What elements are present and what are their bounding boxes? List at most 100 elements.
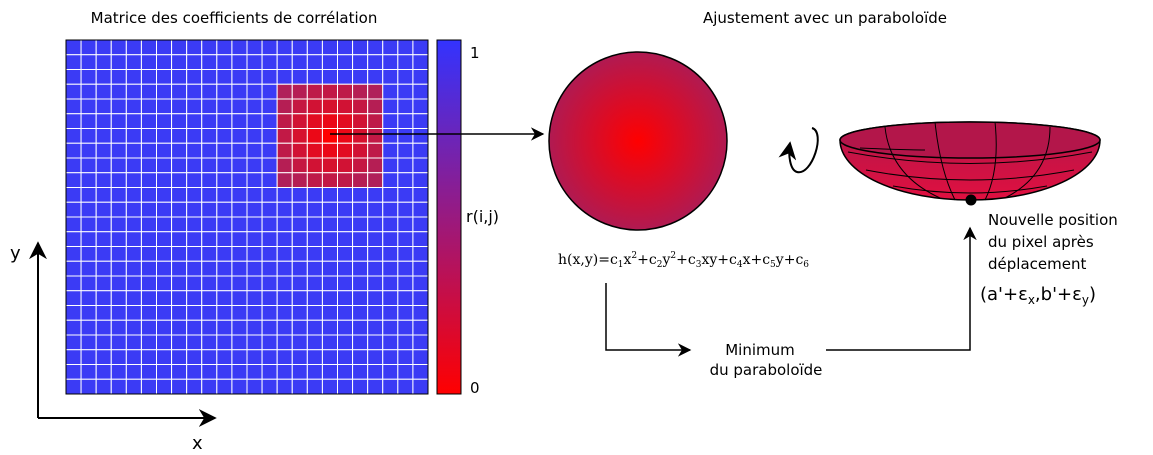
matrix-cell — [125, 83, 142, 100]
matrix-cell — [156, 319, 173, 336]
matrix-cell — [397, 172, 414, 188]
matrix-cell — [171, 172, 188, 188]
matrix-cell — [291, 216, 308, 233]
matrix-cell — [261, 98, 278, 115]
matrix-cell — [65, 305, 82, 321]
matrix-cell — [291, 39, 308, 56]
matrix-cell — [216, 172, 233, 188]
matrix-cell-highlight — [306, 128, 323, 144]
matrix-cell — [261, 319, 278, 336]
matrix-cell — [231, 216, 248, 233]
paraboloid-formula: h(x,y)=c1x2+c2y2+c3xy+c4x+c5y+c6 — [558, 251, 809, 270]
matrix-cell — [80, 319, 97, 336]
matrix-cell — [261, 201, 278, 218]
matrix-cell — [125, 142, 142, 159]
matrix-cell — [352, 349, 369, 365]
matrix-cell-highlight — [276, 157, 293, 174]
matrix-cell — [95, 319, 112, 336]
matrix-cell — [216, 83, 233, 100]
matrix-cell — [412, 142, 429, 159]
matrix-cell — [397, 157, 414, 174]
matrix-cell — [110, 364, 127, 380]
matrix-cell — [291, 246, 308, 262]
matrix-cell-highlight — [352, 83, 369, 100]
matrix-cell — [337, 275, 354, 292]
matrix-cell — [306, 39, 323, 56]
matrix-cell — [306, 216, 323, 233]
matrix-cell — [412, 172, 429, 188]
matrix-cell — [246, 39, 263, 56]
matrix-cell — [80, 364, 97, 380]
matrix-cell-highlight — [276, 142, 293, 159]
matrix-cell — [261, 113, 278, 129]
matrix-cell — [171, 319, 188, 336]
matrix-cell — [382, 187, 399, 203]
matrix-cell — [337, 260, 354, 277]
matrix-cell — [276, 260, 293, 277]
matrix-cell — [156, 39, 173, 56]
matrix-cell — [125, 246, 142, 262]
matrix-cell — [186, 39, 203, 56]
matrix-cell — [306, 319, 323, 336]
matrix-cell — [95, 349, 112, 365]
matrix-cell — [171, 83, 188, 100]
matrix-cell — [140, 334, 157, 351]
matrix-cell — [246, 113, 263, 129]
matrix-cell — [80, 334, 97, 351]
matrix-cell — [95, 305, 112, 321]
matrix-cell — [110, 39, 127, 56]
matrix-cell — [65, 54, 82, 70]
matrix-cell-highlight — [337, 83, 354, 100]
matrix-cell — [382, 260, 399, 277]
matrix-cell — [140, 69, 157, 85]
matrix-cell — [231, 83, 248, 100]
matrix-cell — [261, 216, 278, 233]
matrix-cell — [80, 349, 97, 365]
matrix-cell — [412, 201, 429, 218]
matrix-cell — [412, 334, 429, 351]
matrix-cell — [65, 378, 82, 395]
matrix-cell — [216, 69, 233, 85]
matrix-cell — [216, 39, 233, 56]
matrix-cell — [291, 378, 308, 395]
matrix-cell — [291, 305, 308, 321]
matrix-cell — [321, 187, 339, 203]
matrix-cell — [186, 319, 203, 336]
matrix-cell — [95, 83, 112, 100]
matrix-cell-highlight — [306, 142, 323, 159]
matrix-cell — [261, 260, 278, 277]
new-position-line3: déplacement — [988, 255, 1086, 273]
matrix-cell — [186, 275, 203, 292]
matrix-cell — [156, 98, 173, 115]
matrix-cell — [321, 290, 339, 306]
matrix-cell — [397, 334, 414, 351]
matrix-cell — [216, 305, 233, 321]
matrix-cell — [367, 364, 384, 380]
matrix-cell — [231, 69, 248, 85]
matrix-cell — [140, 260, 157, 277]
matrix-cell-highlight — [306, 172, 323, 188]
matrix-cell — [216, 260, 233, 277]
matrix-cell — [261, 54, 278, 70]
matrix-cell — [110, 172, 127, 188]
matrix-cell — [276, 275, 293, 292]
matrix-cell — [412, 305, 429, 321]
matrix-cell — [201, 157, 218, 174]
matrix-cell — [110, 142, 127, 159]
matrix-cell — [216, 216, 233, 233]
matrix-cell — [321, 39, 339, 56]
matrix-cell — [186, 216, 203, 233]
matrix-cell — [110, 157, 127, 174]
matrix-cell — [337, 334, 354, 351]
matrix-cell — [367, 275, 384, 292]
matrix-cell — [291, 349, 308, 365]
matrix-cell-highlight — [352, 172, 369, 188]
matrix-cell-highlight — [352, 157, 369, 174]
matrix-cell — [367, 319, 384, 336]
matrix-cell — [140, 128, 157, 144]
matrix-cell — [231, 142, 248, 159]
matrix-cell — [65, 246, 82, 262]
matrix-cell-highlight — [306, 83, 323, 100]
matrix-cell-highlight — [291, 83, 308, 100]
